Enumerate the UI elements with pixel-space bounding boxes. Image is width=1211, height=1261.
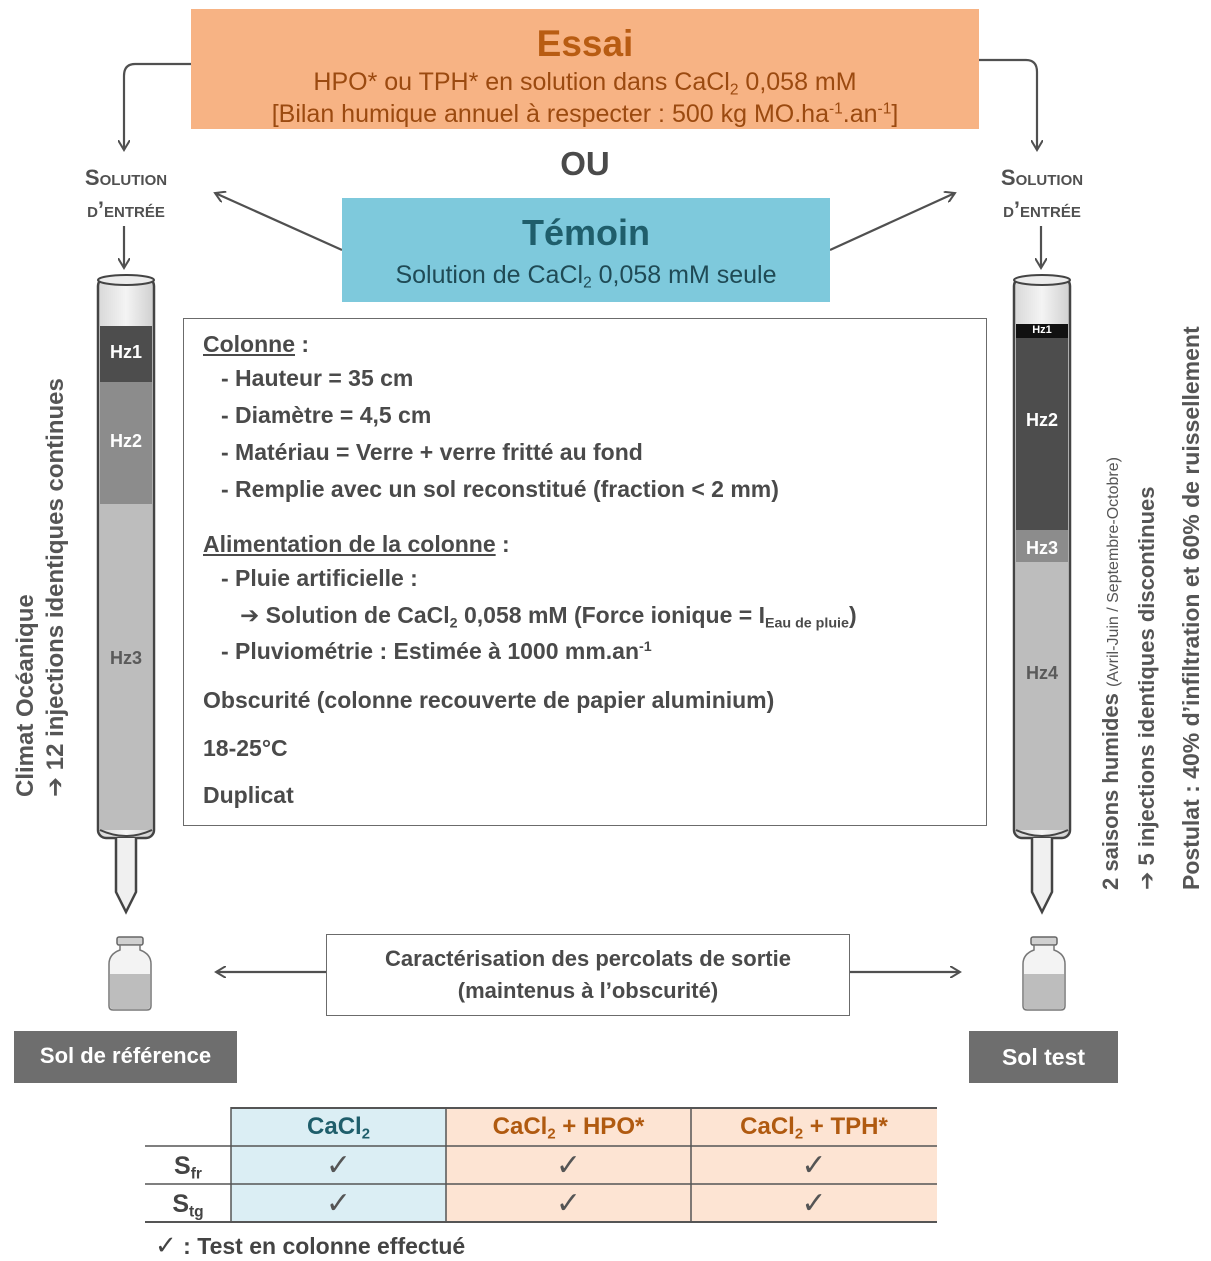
colonne-heading: Colonne : [203,331,310,357]
arrow-temoin-right [829,193,955,252]
sol-reference-label: Sol de référence [14,1031,237,1083]
check-icon: ✓ [801,1149,827,1182]
pluie-line: - Pluie artificielle : [221,565,418,591]
left-vertical-text: Climat Océanique ➔ 12 injections identiq… [11,378,71,797]
essai-line1: HPO* ou TPH* en solution dans CaCl2 0,05… [313,68,857,99]
right-vial-icon [1022,936,1066,1011]
table-header-cacl2-hpo: CaCl2 + HPO* [492,1113,645,1143]
check-icon: ✓ [801,1187,827,1220]
materiau-line: - Matériau = Verre + verre fritté au fon… [221,439,643,465]
column-info-panel: Colonne : - Hauteur = 35 cm - Diamètre =… [183,318,987,826]
arrow-essai-right [979,58,1037,150]
right-hz3-label: Hz3 [1025,538,1058,558]
saisons-humides: 2 saisons humides (Avril-Juin / Septembr… [1098,457,1123,890]
hauteur-line: - Hauteur = 35 cm [221,365,414,391]
table-legend: ✓ : Test en colonne effectué [155,1230,466,1260]
table-header-cacl2-tph: CaCl2 + TPH* [740,1113,888,1143]
right-column-tube [1012,274,1072,915]
left-hz2-layer [100,382,152,504]
right-hz4-label: Hz4 [1025,663,1058,683]
injections-discontinues: ➔ 5 injections identiques discontinues [1134,486,1159,891]
essai-line2: [Bilan humique annuel à respecter : 500 … [271,100,899,128]
check-icon: ✓ [155,1230,177,1260]
injections-continues: ➔ 12 injections identiques continues [42,378,69,797]
table-row-label-sfr: Sfr [174,1152,202,1183]
essai-box: Essai HPO* ou TPH* en solution dans CaCl… [191,9,979,129]
essai-title: Essai [536,23,634,64]
left-hz3-layer [100,504,152,830]
temoin-title: Témoin [521,212,650,253]
temperature-line: 18-25°C [203,735,288,761]
results-table: CaCl2 CaCl2 + HPO* CaCl2 + TPH* Sfr ✓ ✓ … [145,1107,937,1223]
remplie-line: - Remplie avec un sol reconstitué (fract… [221,476,779,502]
right-hz2-layer [1016,338,1068,530]
left-hz3-label: Hz3 [109,648,142,668]
left-hz2-label: Hz2 [109,431,142,451]
temoin-line: Solution de CaCl2 0,058 mM seule [395,261,777,292]
characterisation-box: Caractérisation des percolats de sortie … [326,934,850,1016]
right-vertical-text: 2 saisons humides (Avril-Juin / Septembr… [1094,457,1163,890]
duplicat-line: Duplicat [203,782,294,808]
left-hz1-layer [100,326,152,382]
climat-oceanique: Climat Océanique [12,594,39,797]
ou-label: OU [560,145,610,182]
arrow-temoin-left [215,193,343,252]
sol-test-label: Sol test [969,1031,1118,1083]
left-vial-icon [108,936,152,1011]
check-icon: ✓ [555,1149,582,1182]
obscurite-line: Obscurité (colonne recouverte de papier … [203,687,775,713]
table-row-label-stg: Stg [172,1190,204,1221]
temoin-box: Témoin Solution de CaCl2 0,058 mM seule [342,198,830,302]
arrow-essai-left [124,62,191,150]
table-header-cacl2: CaCl2 [307,1113,370,1143]
right-hz2-label: Hz2 [1025,410,1058,430]
diametre-line: - Diamètre = 4,5 cm [221,402,432,428]
left-hz1-label: Hz1 [109,342,142,362]
right-hz1-label: Hz1 [1032,324,1052,336]
check-icon: ✓ [325,1187,352,1220]
check-icon: ✓ [555,1187,582,1220]
solution-line: ➔ Solution de CaCl2 0,058 mM (Force ioni… [240,602,857,632]
alimentation-heading: Alimentation de la colonne : [203,531,510,557]
right-hz4-layer [1016,562,1068,830]
right-hz3-layer [1016,530,1068,562]
postulat-text: Postulat : 40% d’infiltration et 60% de … [1178,326,1204,890]
left-column-tube [96,274,156,915]
pluviometrie-line: - Pluviométrie : Estimée à 1000 mm.an-1 [221,638,652,664]
check-icon: ✓ [325,1149,352,1182]
right-hz1-layer [1016,324,1068,338]
